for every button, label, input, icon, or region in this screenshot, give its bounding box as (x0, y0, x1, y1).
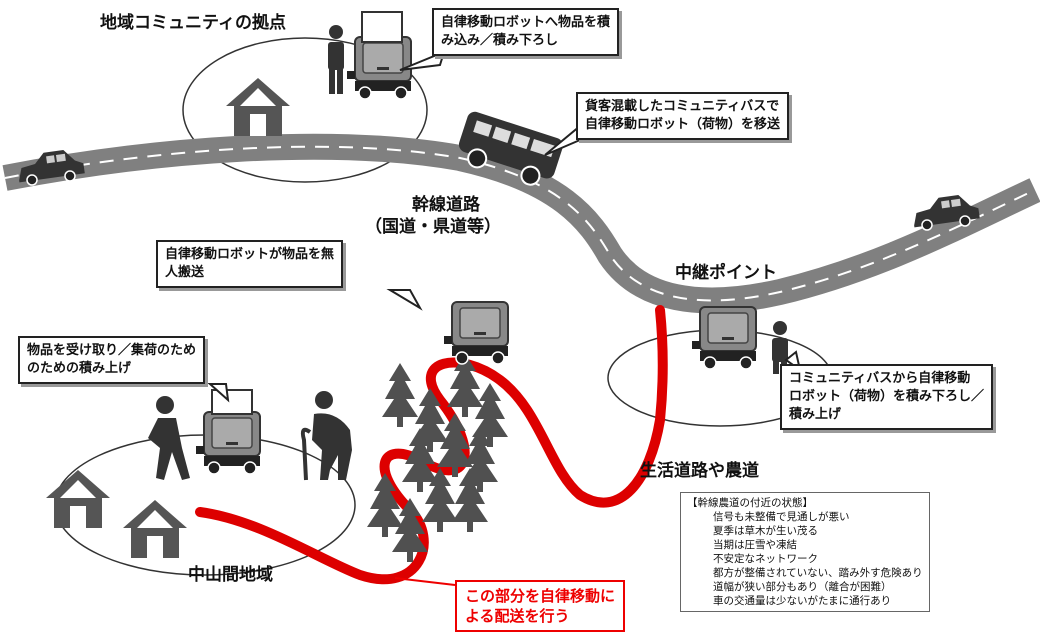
trunk-road-label: 幹線道路 (412, 195, 480, 215)
callout-text: 物品を受け取り／集荷のため (27, 343, 197, 358)
callout-text: 自律移動ロボットへ物品を積 (441, 15, 611, 30)
condition-item: 夏季は草木が生い茂る (713, 525, 818, 537)
road-conditions-box: 【幹線農道の付近の状態】 信号も未整備で見通しが悪い 夏季は草木が生い茂る 当期… (680, 492, 930, 612)
mountain-area-label: 中山間地域 (188, 565, 273, 585)
callout-text: コミュニティバスから自律移動 (789, 371, 971, 386)
relay-callout: コミュニティバスから自律移動 ロボット（荷物）を積み下ろし／ 積み上げ (780, 364, 994, 430)
callout-text: のための積み上げ (27, 361, 132, 376)
callout-text: よる配送を行う (465, 607, 570, 625)
condition-item: 車の交通量は少ないがたまに通行あり (713, 595, 892, 607)
condition-item: 当期は圧雪や凍結 (713, 539, 797, 551)
community-hub-label: 地域コミュニティの拠点 (100, 13, 286, 33)
callout-text: 自律移動ロボットが物品を無 (165, 247, 335, 262)
callout-text: ロボット（荷物）を積み下ろし／ (789, 389, 985, 404)
trunk-road-sublabel: （国道・県道等） (365, 217, 501, 237)
load-unload-callout: 自律移動ロボットへ物品を積 み込み／積み下ろし (432, 8, 620, 56)
callout-text: この部分を自律移動に (465, 587, 616, 605)
person-icons (148, 25, 788, 481)
condition-item: 道幅が狭い部分もあり（離合が困難） (713, 581, 892, 593)
parcel-icon (211, 389, 253, 415)
condition-item: 信号も未整備で見通しが悪い (713, 511, 850, 523)
callout-text: み込み／積み下ろし (441, 33, 559, 48)
condition-item: 不安定なネットワーク (713, 553, 818, 565)
conditions-title: 【幹線農道の付近の状態】 (687, 497, 813, 509)
parcel-icon (361, 11, 403, 43)
callout-text: 貨客混載したコミュニティバスで (585, 99, 780, 114)
relay-point-label: 中継ポイント (675, 263, 777, 283)
callout-text: 自律移動ロボット（荷物）を移送 (585, 117, 781, 132)
callout-text: 積み上げ (789, 407, 842, 422)
callout-tails (207, 50, 802, 403)
autonomous-callout-pointer (394, 577, 456, 586)
local-road-label: 生活道路や農道 (640, 461, 759, 481)
unmanned-transport-callout: 自律移動ロボットが物品を無 人搬送 (156, 240, 344, 288)
trunk-road (2, 133, 1040, 314)
hub-area-ellipse (182, 37, 428, 183)
bus-transport-callout: 貨客混載したコミュニティバスで 自律移動ロボット（荷物）を移送 (576, 92, 790, 140)
callout-text: 人搬送 (165, 265, 205, 280)
autonomous-delivery-callout: この部分を自律移動に よる配送を行う (455, 580, 626, 632)
receive-callout: 物品を受け取り／集荷のため のための積み上げ (18, 336, 206, 384)
condition-item: 都方が整備されていない、踏み外す危険あり (713, 567, 923, 579)
autonomous-route (195, 305, 668, 585)
